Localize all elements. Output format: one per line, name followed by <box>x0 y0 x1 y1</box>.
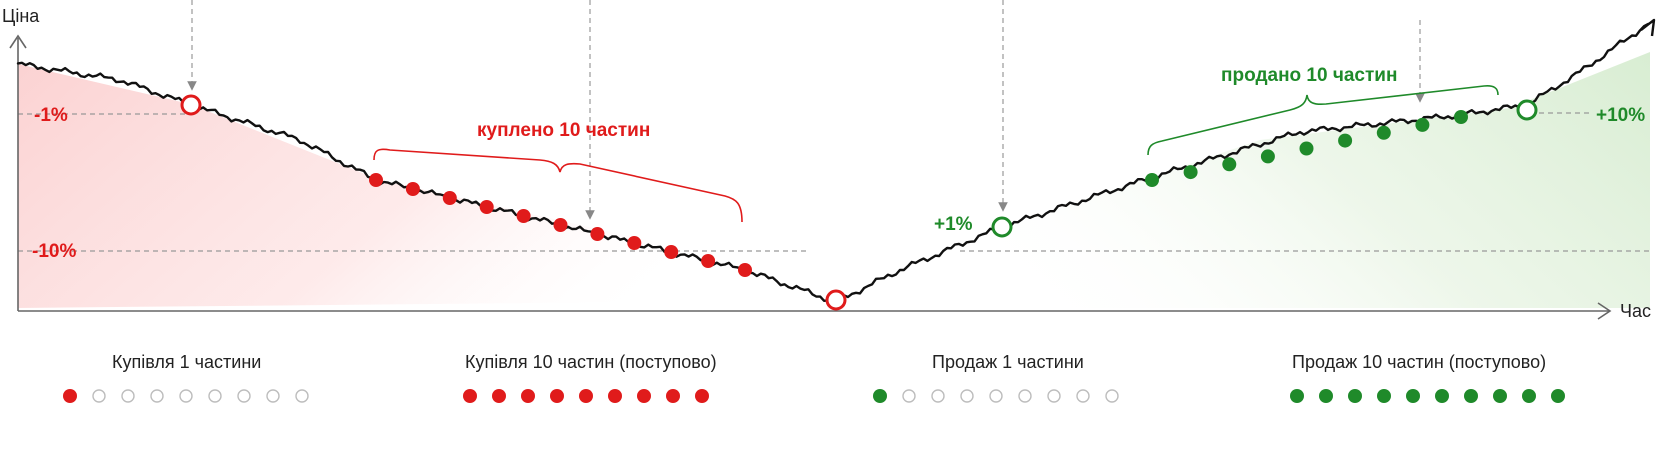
legend-dot-empty <box>931 389 945 403</box>
sell-1-marker <box>991 216 1013 238</box>
profit-area-shading <box>838 52 1650 308</box>
buy-dot <box>701 254 716 268</box>
buy-dot <box>369 173 383 187</box>
level-plus1-label: +1% <box>934 214 973 235</box>
legend-dot-empty <box>1047 389 1061 403</box>
sell-dot <box>1299 141 1314 156</box>
buy-dot <box>590 227 605 241</box>
legend-dot-empty <box>902 389 916 403</box>
buy-dot <box>553 218 568 232</box>
sell-10-marker <box>1516 99 1538 121</box>
legend-dot-empty <box>1018 389 1032 403</box>
legend-dot-filled <box>1377 389 1391 403</box>
x-axis-label: Час <box>1620 301 1651 321</box>
legend-label: Продаж 1 частини <box>932 352 1084 372</box>
level-minus10-label: -10% <box>32 241 76 262</box>
buy-dot <box>516 209 531 223</box>
bottom-marker <box>825 289 847 311</box>
sell-dot <box>1454 110 1468 124</box>
legend-dot-filled <box>1406 389 1420 403</box>
sell-dot <box>1260 149 1275 164</box>
legend-dot-filled <box>1551 389 1565 403</box>
legend-dot-filled <box>873 389 887 403</box>
buy-dot <box>738 263 752 277</box>
sell-dot <box>1222 157 1237 172</box>
legend-dot-filled <box>637 389 651 403</box>
loss-area-shading <box>18 64 838 308</box>
legend-dot-empty <box>266 389 280 403</box>
legend-dot-empty <box>179 389 193 403</box>
price-line-arrowhead <box>1640 18 1656 37</box>
legend-dot-empty <box>960 389 974 403</box>
legend-dot-filled <box>1319 389 1333 403</box>
y-axis-arrowhead <box>9 34 27 49</box>
buy-dots-group <box>369 173 752 277</box>
legend-dot-filled <box>521 389 535 403</box>
legend-label: Продаж 10 частин (поступово) <box>1292 352 1546 372</box>
sell-dot <box>1338 133 1353 148</box>
sell-dot <box>1376 125 1391 140</box>
legend-dot-filled <box>1348 389 1362 403</box>
legend-dot-empty <box>1105 389 1119 403</box>
legend-label: Купівля 10 частин (поступово) <box>465 352 717 372</box>
legend-dot-filled <box>550 389 564 403</box>
buy-dot <box>479 200 494 214</box>
bought-annotation: куплено 10 частин <box>477 120 650 141</box>
sell-brace <box>1147 85 1499 156</box>
buy-dot <box>664 245 679 259</box>
buy-dot <box>442 191 457 205</box>
buy-dot <box>405 182 420 196</box>
legend-dot-empty <box>1076 389 1090 403</box>
legend-dot-empty <box>150 389 164 403</box>
legend-dot-filled <box>608 389 622 403</box>
buy-dot <box>627 236 642 250</box>
legend-dot-filled <box>1522 389 1536 403</box>
legend-dot-empty <box>208 389 222 403</box>
sell-dot <box>1415 117 1430 132</box>
legend-dot-filled <box>1493 389 1507 403</box>
buy-1-marker <box>180 94 202 116</box>
legend-dot-empty <box>92 389 106 403</box>
legend-dot-filled <box>579 389 593 403</box>
sell-dot <box>1183 165 1198 180</box>
level-minus1-label: -1% <box>34 105 68 126</box>
sell-dots-group <box>1145 110 1468 187</box>
legend-dot-empty <box>237 389 251 403</box>
legend-dot-filled <box>1464 389 1478 403</box>
sell-dot <box>1145 173 1159 187</box>
legend-dot-filled <box>1435 389 1449 403</box>
legend-dot-filled <box>463 389 477 403</box>
legend: Купівля 1 частини Купівля 10 частин (пост… <box>63 352 1565 403</box>
legend-dot-filled <box>63 389 77 403</box>
legend-dot-empty <box>989 389 1003 403</box>
legend-dot-filled <box>492 389 506 403</box>
legend-label: Купівля 1 частини <box>112 352 261 372</box>
x-axis-arrowhead <box>1597 302 1612 320</box>
legend-dot-empty <box>295 389 309 403</box>
level-plus10-label: +10% <box>1596 105 1645 126</box>
y-axis-label: Ціна <box>2 6 40 26</box>
legend-dot-filled <box>666 389 680 403</box>
legend-dot-filled <box>695 389 709 403</box>
sold-annotation: продано 10 частин <box>1221 65 1397 86</box>
buy-brace <box>373 148 743 223</box>
legend-dot-empty <box>121 389 135 403</box>
legend-dot-filled <box>1290 389 1304 403</box>
